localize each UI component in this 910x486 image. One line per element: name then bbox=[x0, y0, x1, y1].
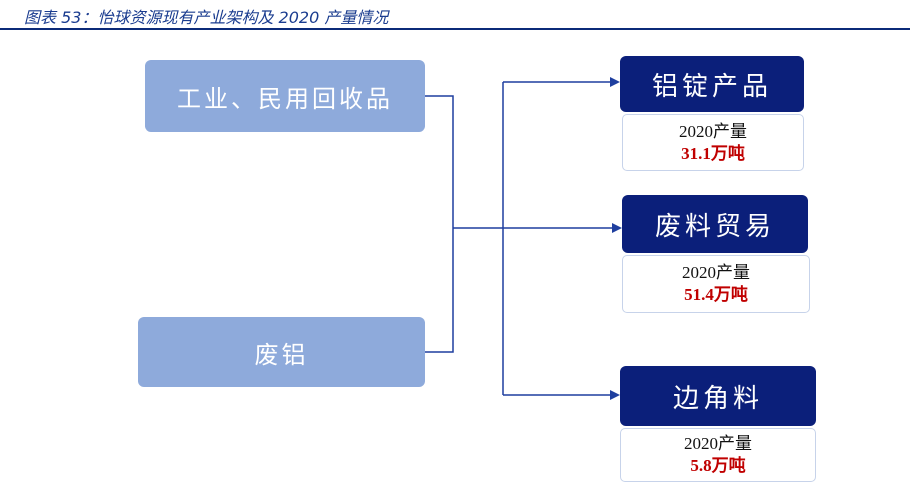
product-label: 废料贸易 bbox=[654, 211, 775, 242]
connector-from-recycled bbox=[425, 95, 454, 228]
output-value: 5.8万吨 bbox=[690, 456, 746, 475]
source-label: 工业、民用回收品 bbox=[177, 84, 393, 113]
figure-caption: 图表 53：怡球资源现有产业架构及 2020 产量情况 bbox=[24, 8, 389, 27]
source-box-scrap-aluminum: 废铝 bbox=[138, 317, 425, 387]
product-box-ingot: 铝锭产品 bbox=[620, 56, 804, 112]
output-year-label: 2020产量 bbox=[682, 263, 750, 282]
source-box-recycled-goods: 工业、民用回收品 bbox=[145, 60, 425, 132]
product-label: 铝锭产品 bbox=[651, 71, 772, 102]
output-box-scrap-trade: 2020产量 51.4万吨 bbox=[622, 255, 810, 313]
output-box-ingot: 2020产量 31.1万吨 bbox=[622, 114, 804, 171]
output-value: 51.4万吨 bbox=[684, 285, 748, 304]
product-box-scrap-trade: 废料贸易 bbox=[622, 195, 808, 253]
output-value: 31.1万吨 bbox=[681, 143, 745, 163]
output-box-offcuts: 2020产量 5.8万吨 bbox=[620, 428, 816, 482]
output-year-label: 2020产量 bbox=[684, 434, 752, 453]
product-label: 边角料 bbox=[672, 383, 763, 414]
product-box-offcuts: 边角料 bbox=[620, 366, 816, 426]
figure-caption-bar: 图表 53：怡球资源现有产业架构及 2020 产量情况 bbox=[0, 0, 910, 30]
source-label: 废铝 bbox=[254, 340, 309, 369]
output-year-label: 2020产量 bbox=[679, 121, 747, 141]
connector-from-scrap bbox=[425, 228, 454, 353]
